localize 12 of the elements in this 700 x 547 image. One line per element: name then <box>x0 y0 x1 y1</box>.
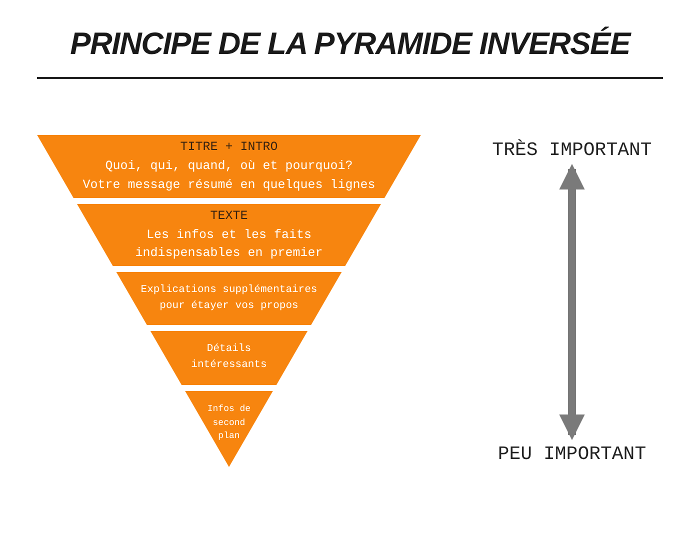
band-text: Explications supplémentaires pour étayer vos propos <box>140 282 318 314</box>
band-text: Quoi, qui, quand, où et pourquoi? <box>104 158 354 176</box>
band-text: Détails intéressants <box>190 342 268 373</box>
band-text: Les infos et les faits indispensables en premier <box>134 226 324 262</box>
title: PRINCIPE DE LA PYRAMIDE INVERSÉE <box>69 25 632 63</box>
scale-label: PEU IMPORTANT <box>477 441 667 467</box>
band-text: Votre message résumé en quelques lignes <box>82 176 376 194</box>
band-heading: TITRE + INTRO <box>179 139 279 156</box>
band-heading: TEXTE <box>209 208 249 225</box>
double-arrow <box>559 164 585 440</box>
scale-label: TRÈS IMPORTANT <box>477 137 667 163</box>
band-text: Infos de second plan <box>206 403 252 443</box>
